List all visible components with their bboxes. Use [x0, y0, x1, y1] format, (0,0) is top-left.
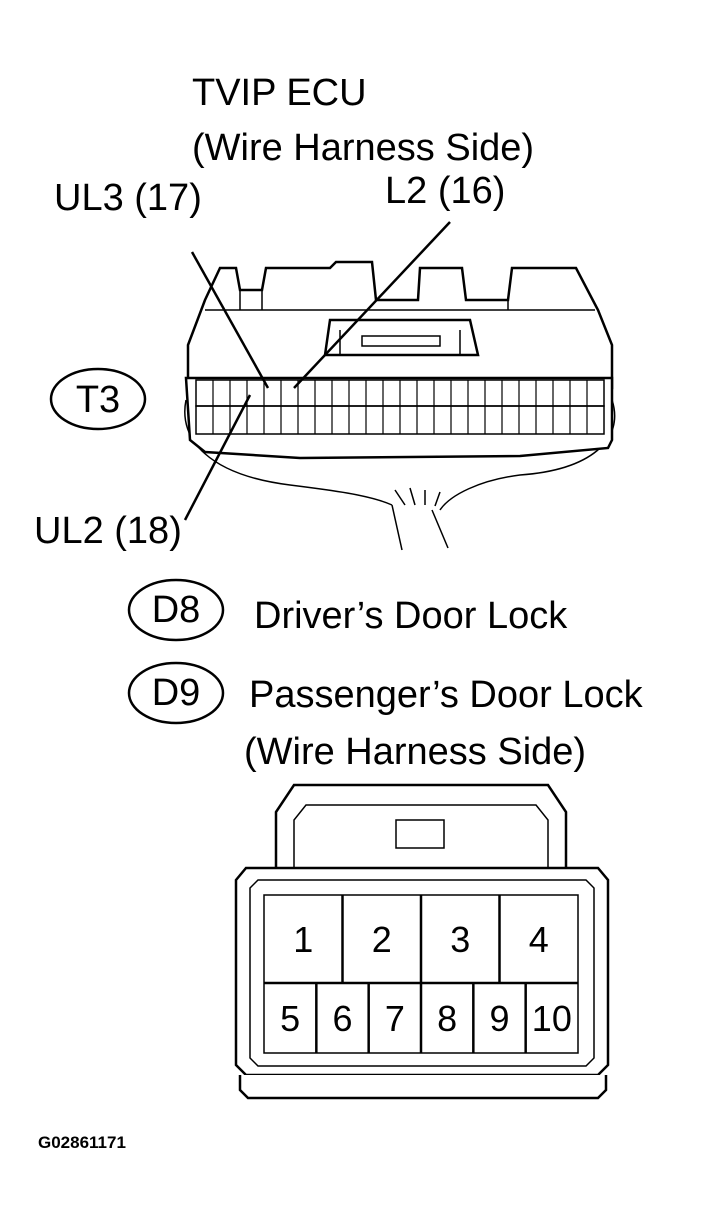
connector-badge-d9-text: D9: [152, 672, 201, 714]
door-lock-label-driver: Driver’s Door Lock: [254, 595, 568, 637]
door-lock-latch-inner: [293, 804, 549, 870]
ecu-wire-bundle-left: [391, 504, 403, 551]
pin-2: 2: [372, 919, 392, 960]
figure-code: G02861171: [38, 1133, 126, 1152]
ecu-housing-ribs: [239, 290, 509, 310]
door-lock-flange: [238, 1075, 608, 1100]
pin-3: 3: [450, 919, 470, 960]
ecu-center-lock: [323, 318, 480, 357]
tvip-ecu-connector: [184, 260, 616, 551]
pin-7: 7: [385, 998, 405, 1039]
pin-10: 10: [532, 998, 572, 1039]
connector-badge-d9: [127, 661, 225, 725]
leader-l2: [293, 221, 451, 389]
pin-5: 5: [280, 998, 300, 1039]
pin-label-l2: L2 (16): [385, 170, 505, 212]
connector-badge-d8-text: D8: [152, 589, 201, 631]
pin-6: 6: [332, 998, 352, 1039]
door-lock-subtitle: (Wire Harness Side): [244, 731, 586, 773]
pin-label-ul2: UL2 (18): [34, 510, 182, 552]
door-lock-latch-outer: [274, 783, 568, 870]
pin-4: 4: [529, 919, 549, 960]
pin-label-ul3: UL3 (17): [54, 177, 202, 219]
leader-ul2: [183, 394, 252, 521]
connector-badge-t3-text: T3: [76, 379, 120, 421]
ecu-title: TVIP ECU: [192, 72, 367, 114]
connector-badge-d8: [127, 578, 225, 642]
door-lock-latch-tab: [395, 819, 445, 849]
ecu-terminal-cells: [212, 380, 588, 434]
pin-1: 1: [293, 919, 313, 960]
pin-8: 8: [437, 998, 457, 1039]
ecu-lock-slot: [361, 335, 441, 347]
ecu-wire-bundle-right: [431, 509, 449, 549]
leader-ul3: [190, 251, 270, 389]
ecu-wire-strands: [394, 487, 441, 507]
ecu-subtitle: (Wire Harness Side): [192, 127, 534, 169]
ecu-body: [184, 376, 614, 460]
door-lock-body-inner: [249, 879, 595, 1067]
connector-badge-t3: [49, 367, 147, 431]
ecu-lock-rails: [339, 330, 461, 355]
door-lock-label-passenger: Passenger’s Door Lock: [249, 674, 644, 716]
pin-9: 9: [489, 998, 509, 1039]
